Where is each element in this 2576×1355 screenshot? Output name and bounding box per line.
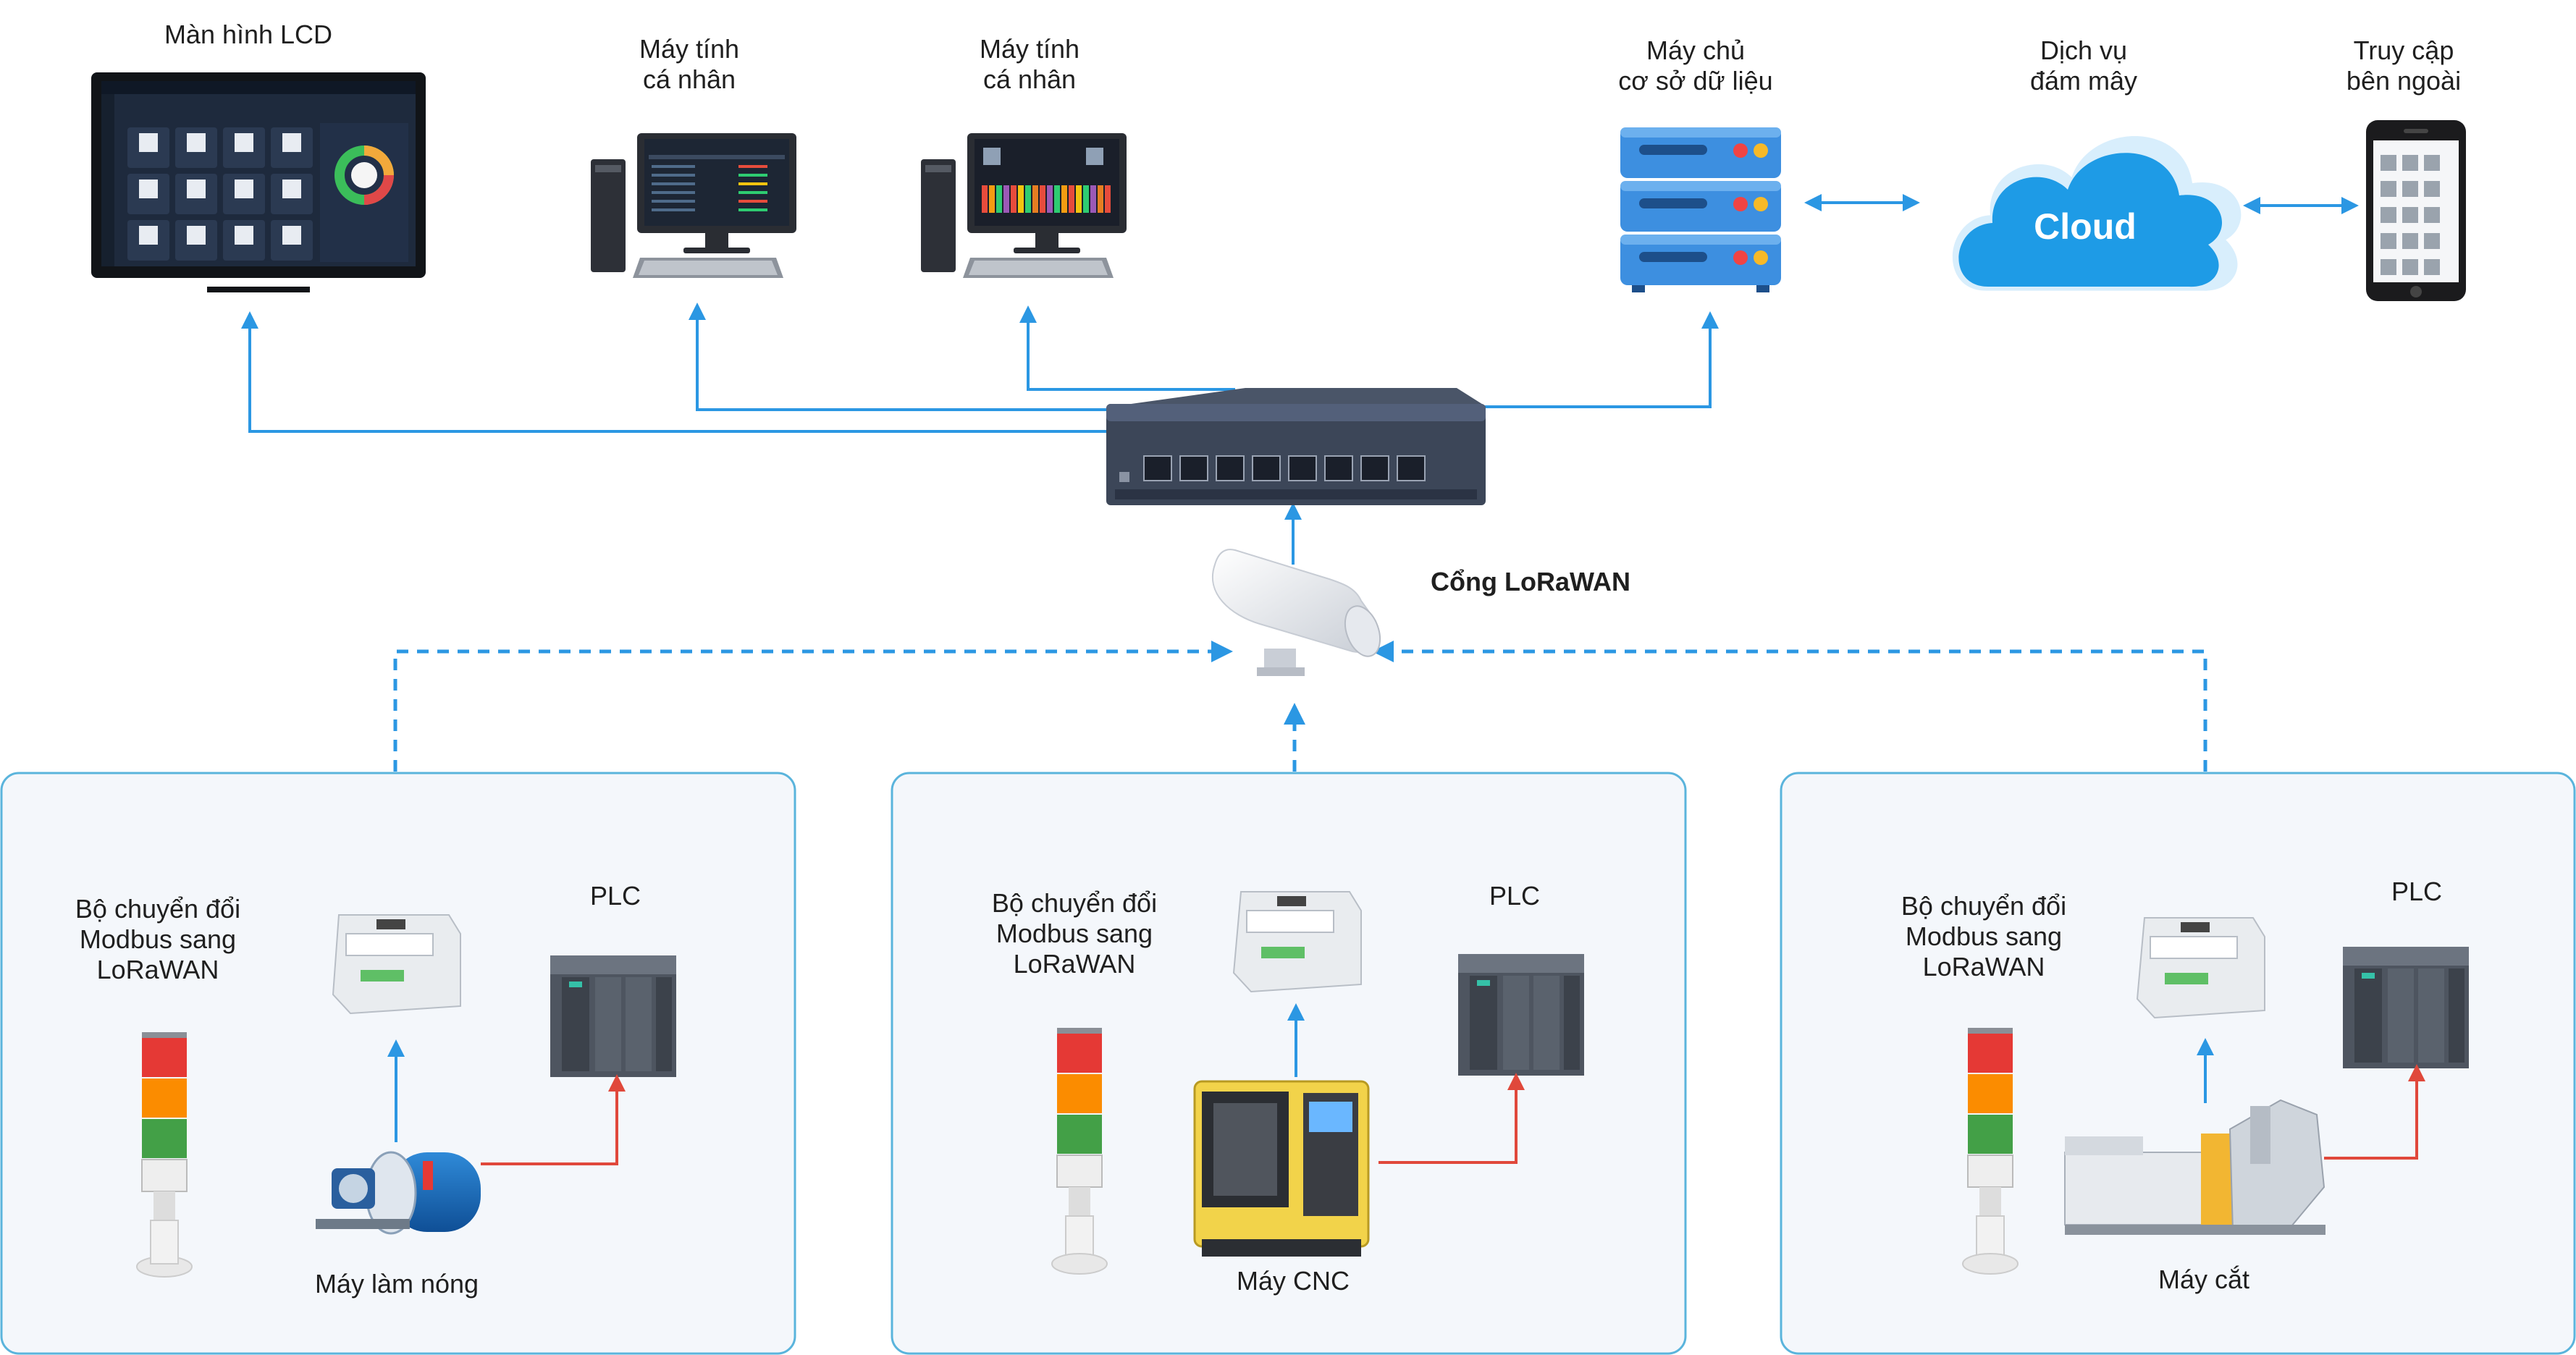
- converter-label-zone-3-line1: Bộ chuyển đổi: [1901, 891, 2066, 921]
- external-access-label-line1: Truy cập: [2354, 35, 2454, 65]
- converter-label-zone-2-line2: Modbus sang: [996, 919, 1153, 948]
- pc1-label-line1: Máy tính: [639, 34, 739, 64]
- machine-label-zone-3: Máy cắt: [2158, 1265, 2249, 1294]
- machine-label-zone-1: Máy làm nóng: [315, 1269, 479, 1299]
- zone-links: [387, 1003, 2425, 1165]
- network-links: [241, 194, 2359, 565]
- cnc-machine-icon: [1193, 1080, 1370, 1257]
- db-label-line2: cơ sở dữ liệu: [1618, 66, 1772, 96]
- plc-icon-zone-1: [550, 955, 676, 1077]
- plc-label-zone-2: PLC: [1489, 881, 1540, 911]
- pc1-label-line2: cá nhân: [643, 64, 736, 94]
- plc-label-zone-1: PLC: [590, 881, 641, 911]
- plc-icon-zone-2: [1458, 954, 1584, 1076]
- converter-label-zone-1-line2: Modbus sang: [80, 924, 236, 954]
- converter-icon-zone-2: [1232, 891, 1362, 993]
- converter-label-zone-3-line3: LoRaWAN: [1923, 952, 2045, 982]
- converter-label-zone-3-line2: Modbus sang: [1906, 921, 2062, 951]
- converter-icon-zone-3: [2136, 917, 2265, 1019]
- machine-label-zone-2: Máy CNC: [1237, 1266, 1350, 1296]
- gateway-label: Cổng LoRaWAN: [1431, 567, 1630, 596]
- lorawan-gateway-icon: [1211, 549, 1381, 676]
- smartphone-icon: [2366, 120, 2466, 301]
- pc2-label-line2: cá nhân: [983, 64, 1076, 94]
- converter-label-zone-1-line3: LoRaWAN: [97, 955, 219, 984]
- zone-heater: [0, 772, 796, 1355]
- database-server-icon: [1620, 127, 1781, 292]
- signal-tower-light-zone-1: [136, 1032, 193, 1278]
- converter-icon-zone-1: [332, 914, 461, 1015]
- converter-label-zone-2-line1: Bộ chuyển đổi: [992, 888, 1157, 918]
- lorawan-wireless-links: [393, 641, 2207, 772]
- signal-tower-light-zone-2: [1051, 1028, 1108, 1275]
- cloud-label: Cloud: [2034, 206, 2137, 247]
- db-label-line1: Máy chủ: [1646, 35, 1745, 65]
- network-switch-icon: [1106, 388, 1486, 505]
- converter-label-zone-2-line3: LoRaWAN: [1014, 949, 1136, 979]
- cutting-machine-icon: [2064, 1099, 2325, 1235]
- pc2-label-line1: Máy tính: [980, 34, 1079, 64]
- personal-computer-1: [591, 133, 796, 278]
- plc-icon-zone-3: [2343, 947, 2469, 1068]
- converter-label-zone-1-line1: Bộ chuyển đổi: [75, 894, 240, 924]
- cloud-service-label-line1: Dịch vụ: [2040, 35, 2127, 65]
- heating-machine-icon: [316, 1151, 481, 1235]
- signal-tower-light-zone-3: [1962, 1028, 2019, 1275]
- cloud-service-label-line2: đám mây: [2030, 66, 2137, 96]
- plc-label-zone-3: PLC: [2391, 877, 2442, 906]
- cloud-icon: [1952, 136, 2242, 291]
- external-access-label-line2: bên ngoài: [2346, 66, 2461, 96]
- lcd-monitor: [91, 72, 426, 292]
- lcd-label: Màn hình LCD: [164, 20, 332, 49]
- personal-computer-2: [921, 133, 1127, 278]
